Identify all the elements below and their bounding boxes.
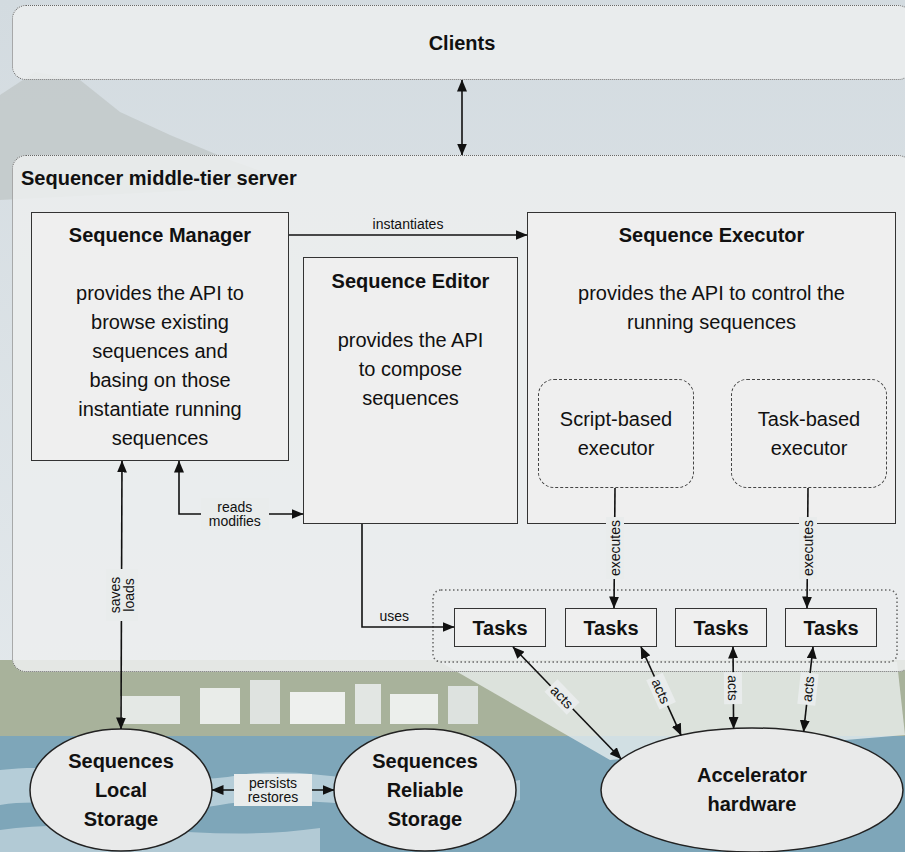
server-region: Sequencer middle-tier serverSequence Man… (12, 155, 905, 672)
node-heading: Task-based executor (739, 405, 879, 463)
node-heading: Tasks (472, 616, 527, 640)
clients-band: Clients (12, 5, 905, 80)
connector (513, 647, 621, 759)
node-heading: Sequence Manager (36, 223, 284, 247)
storage-ellipse: Sequences Reliable Storage (333, 728, 517, 852)
edge-label: instantiates (371, 217, 446, 231)
edge-label: persists restores (234, 774, 312, 806)
node-body: provides the API to compose sequences (331, 326, 491, 413)
node-heading: Sequencer middle-tier server (21, 166, 905, 190)
edge-label: saves loads (106, 569, 138, 621)
editor-box: Sequence Editor provides the API to compo… (303, 257, 518, 524)
edge-label: uses (377, 609, 411, 623)
executor-box: Sequence Executor provides the API to con… (527, 212, 896, 524)
node-heading: Accelerator hardware (682, 761, 822, 819)
connector (461, 80, 463, 155)
hardware-ellipse: Accelerator hardware (600, 727, 904, 852)
connector (289, 234, 527, 236)
node-heading: Clients (429, 31, 496, 55)
manager-box: Sequence Manager provides the API to brow… (31, 212, 289, 461)
connector (362, 524, 454, 627)
node-body: provides the API to browse existing sequ… (65, 279, 255, 453)
storage-ellipse: Sequences Local Storage (29, 728, 213, 852)
edge-label: executes (799, 517, 817, 579)
node-heading: Sequences Local Storage (61, 747, 181, 834)
connector (641, 647, 681, 735)
task-box: Tasks (565, 608, 657, 647)
node-heading: Sequence Editor (308, 269, 513, 293)
executor-module: Script-based executor (538, 379, 694, 488)
edge-label: executes (606, 517, 624, 579)
executor-module: Task-based executor (731, 379, 887, 488)
node-heading: Tasks (693, 616, 748, 640)
ellipse-outline (600, 727, 904, 852)
node-heading: Sequence Executor (532, 223, 891, 247)
edge-label: acts (724, 672, 742, 704)
node-body: provides the API to control the running … (562, 279, 862, 337)
task-group-outline (433, 590, 897, 662)
node-heading: Script-based executor (546, 405, 686, 463)
node-heading: Sequences Reliable Storage (365, 747, 485, 834)
task-box: Tasks (785, 608, 877, 647)
node-heading: Tasks (803, 616, 858, 640)
task-box: Tasks (675, 608, 767, 647)
edge-label: reads modifies (201, 498, 269, 530)
node-heading: Tasks (583, 616, 638, 640)
task-box: Tasks (454, 608, 546, 647)
